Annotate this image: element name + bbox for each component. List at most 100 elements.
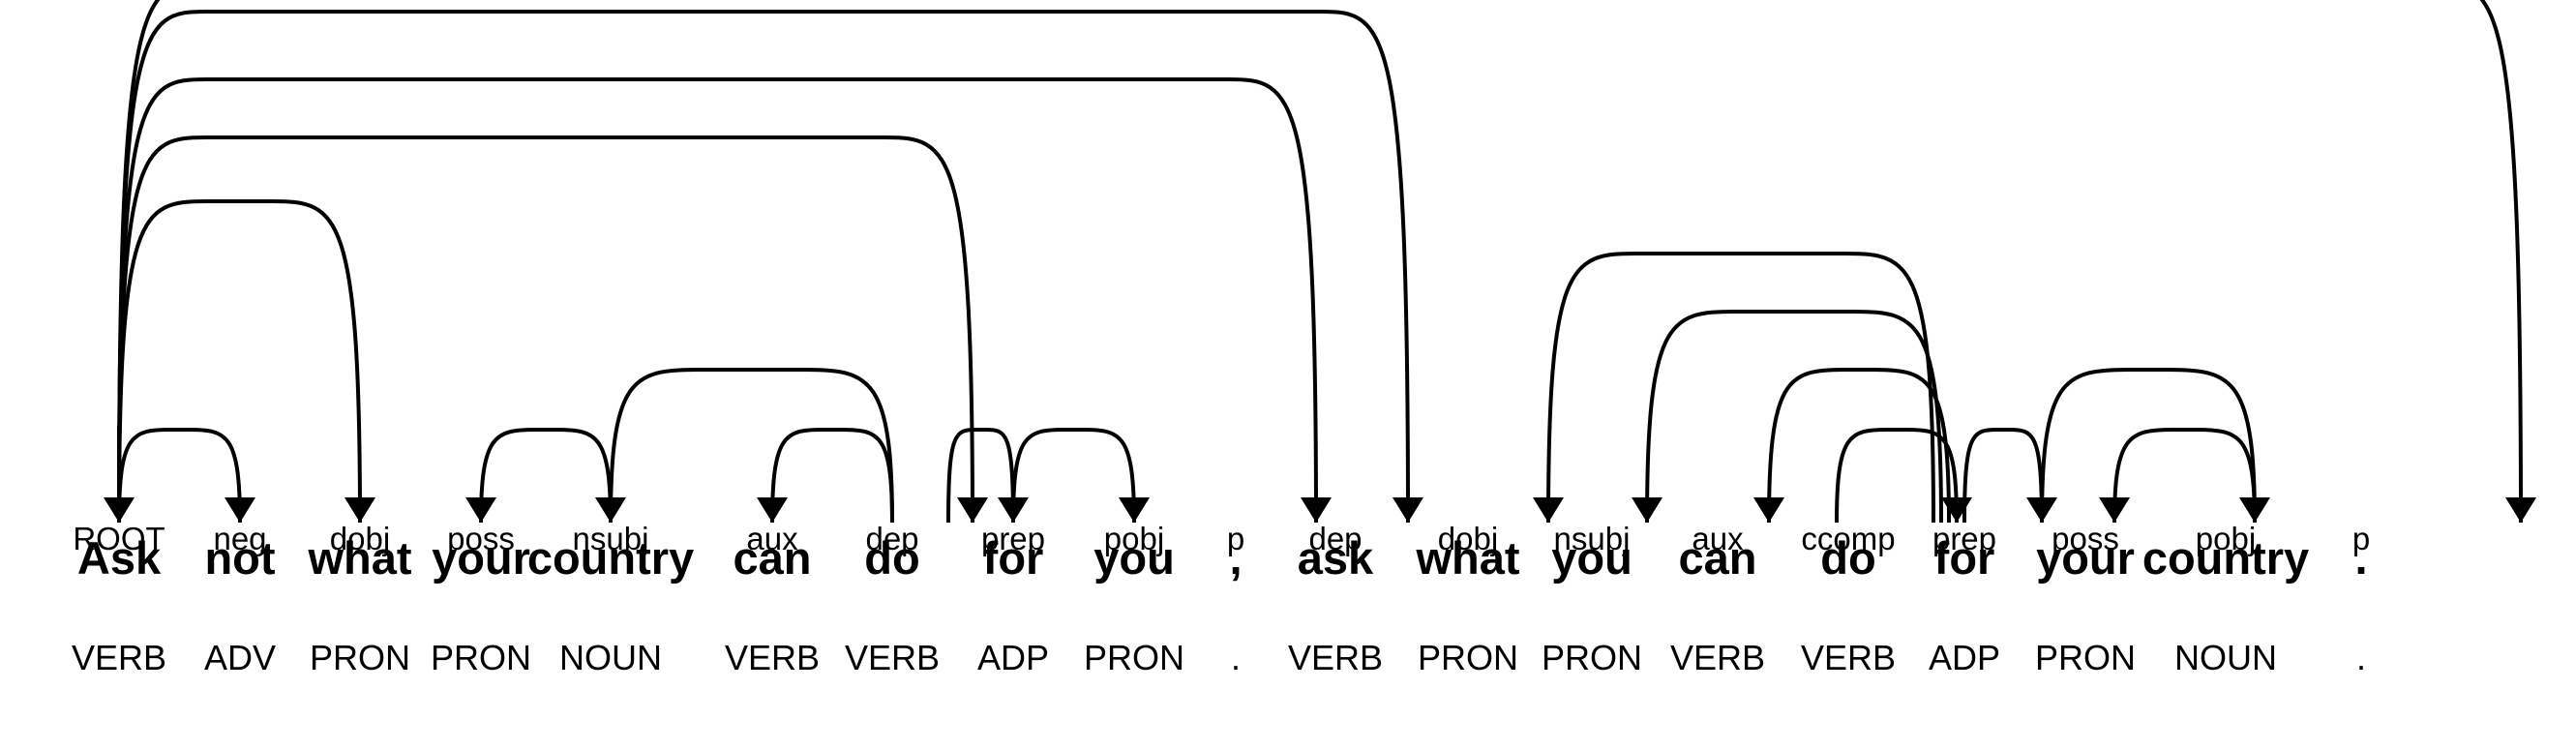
arc-arrowhead xyxy=(1753,497,1784,523)
arc-curve xyxy=(1962,428,2044,524)
arc-arrowhead xyxy=(344,497,375,523)
token-word[interactable]: can xyxy=(734,532,812,584)
token-pos-tag: . xyxy=(2356,638,2366,677)
arc-arrowhead xyxy=(465,497,496,523)
arc-curve xyxy=(1767,368,1951,524)
token-pos-tag: VERB xyxy=(1801,638,1896,677)
dependency-label: poss xyxy=(2052,521,2119,556)
token-pos-tag: PRON xyxy=(431,638,531,677)
dependency-arc[interactable] xyxy=(117,10,1423,524)
token-word[interactable]: you xyxy=(1093,532,1175,584)
arc-arrowhead xyxy=(1941,497,1972,523)
token-pos-tag: VERB xyxy=(1670,638,1765,677)
arc-curve xyxy=(1645,310,1943,524)
arc-arrowhead xyxy=(1119,497,1150,523)
token-word[interactable]: your xyxy=(432,532,530,584)
dependency-label: dobj xyxy=(1438,521,1498,556)
arc-arrowhead xyxy=(1393,497,1423,523)
dependency-arc[interactable] xyxy=(2099,428,2257,524)
dependency-arc[interactable] xyxy=(117,135,988,524)
arc-arrowhead xyxy=(957,497,988,523)
arc-curve xyxy=(770,428,894,524)
token-pos-tag: PRON xyxy=(310,638,410,677)
token-word[interactable]: ask xyxy=(1298,532,1374,584)
token-pos-tag: PRON xyxy=(2035,638,2136,677)
dependency-label: dep xyxy=(1308,521,1362,556)
arc-curve xyxy=(2040,368,2257,524)
dependency-arc[interactable] xyxy=(2040,368,2270,524)
dependency-label: pobj xyxy=(1104,521,1164,556)
dependency-arc[interactable] xyxy=(117,199,375,524)
token-pos-tag: ADP xyxy=(977,638,1049,677)
dependency-arc[interactable] xyxy=(117,77,1332,524)
arc-arrowhead xyxy=(757,497,788,523)
dependency-arc[interactable] xyxy=(595,368,894,524)
arc-arrowhead xyxy=(595,497,626,523)
dependency-arc[interactable] xyxy=(1632,310,1943,524)
token-word[interactable]: what xyxy=(1415,532,1519,584)
token-word[interactable]: can xyxy=(1679,532,1757,584)
token-word[interactable]: . xyxy=(2354,532,2367,584)
token-pos-tag: VERB xyxy=(1288,638,1383,677)
arc-arrowhead xyxy=(1533,497,1564,523)
dependency-label: p xyxy=(1227,521,1244,556)
token-word[interactable]: not xyxy=(204,532,275,584)
dependency-label: prep xyxy=(1932,521,1996,556)
dependency-arc[interactable] xyxy=(465,428,613,524)
token-word[interactable]: do xyxy=(1820,532,1875,584)
arc-curve xyxy=(479,428,613,524)
token-pos-tag: PRON xyxy=(1418,638,1518,677)
dependency-label: poss xyxy=(447,521,515,556)
token-word[interactable]: , xyxy=(1229,532,1242,584)
token-word[interactable]: for xyxy=(1934,532,1995,584)
token-pos-tag: . xyxy=(1231,638,1241,677)
arc-curve xyxy=(117,199,362,524)
token-word[interactable]: do xyxy=(864,532,919,584)
dependency-arc[interactable] xyxy=(1753,368,1951,524)
dependency-label: nsubj xyxy=(1554,521,1631,556)
dependency-label: dep xyxy=(865,521,918,556)
arc-arrowhead xyxy=(1632,497,1662,523)
dependency-label: prep xyxy=(981,521,1045,556)
dependency-arc[interactable] xyxy=(757,428,894,524)
arc-arrowhead xyxy=(2505,497,2536,523)
token-word[interactable]: your xyxy=(2036,532,2135,584)
arc-arrowhead xyxy=(2239,497,2270,523)
arcs-layer xyxy=(104,0,2536,524)
dependency-label: neg xyxy=(213,521,266,556)
token-word[interactable]: Ask xyxy=(77,532,162,584)
dependency-arc[interactable] xyxy=(1835,428,1972,524)
dependency-arc[interactable] xyxy=(117,428,255,524)
arc-curve xyxy=(1835,428,1959,524)
dependency-label: p xyxy=(2352,521,2370,556)
arc-curve xyxy=(117,135,974,524)
token-word[interactable]: what xyxy=(307,532,411,584)
dependency-label: aux xyxy=(746,521,798,556)
dependency-label: dobj xyxy=(330,521,390,556)
arc-curve xyxy=(1546,252,1935,524)
dependency-arc[interactable] xyxy=(1011,428,1150,524)
dependency-label: aux xyxy=(1692,521,1744,556)
token-pos-tag: VERB xyxy=(845,638,940,677)
token-pos-tag: ADP xyxy=(1929,638,2000,677)
dependency-arc[interactable] xyxy=(1533,252,1935,524)
token-pos-tag: NOUN xyxy=(2174,638,2277,677)
dependency-arc[interactable] xyxy=(117,0,2536,524)
token-pos-tag: PRON xyxy=(1542,638,1642,677)
token-word[interactable]: you xyxy=(1551,532,1632,584)
arc-curve xyxy=(117,77,1318,524)
token-word[interactable]: for xyxy=(983,532,1044,584)
token-word[interactable]: country xyxy=(527,532,694,584)
token-pos-tag: PRON xyxy=(1084,638,1184,677)
dependency-label: pobj xyxy=(2196,521,2256,556)
token-word[interactable]: country xyxy=(2142,532,2309,584)
arc-arrowhead xyxy=(2099,497,2130,523)
arc-curve xyxy=(1011,428,1136,524)
arc-curve xyxy=(946,428,1015,524)
arc-arrowhead xyxy=(225,497,255,523)
